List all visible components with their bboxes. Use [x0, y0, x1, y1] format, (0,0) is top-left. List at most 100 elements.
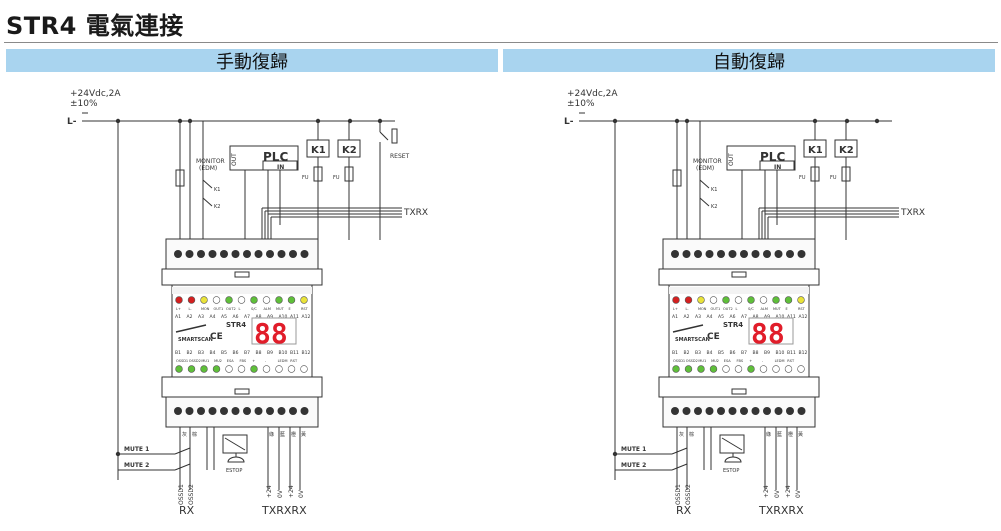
terminal-top-label: A5 — [718, 314, 724, 320]
terminal-top-label: A2 — [187, 314, 193, 320]
bottom-terminal-screw — [197, 407, 205, 415]
bottom-terminal-screw — [671, 407, 679, 415]
terminal-top-label: A10 — [776, 314, 785, 320]
terminal-bottom-label: B9 — [267, 350, 273, 356]
status-led-bottom — [300, 365, 308, 373]
module-name-label: STR4 — [226, 321, 246, 329]
module-clip — [234, 271, 250, 278]
estop-box — [719, 434, 745, 454]
status-led-bottom — [684, 365, 693, 373]
mute2-switch-icon — [174, 463, 191, 471]
ossd1-label: OSSD1 — [675, 484, 682, 505]
k2-contact-icon — [202, 197, 213, 207]
status-led-bottom — [250, 365, 258, 373]
k1-contact-label: K1 — [711, 187, 717, 193]
top-terminal-screw — [774, 250, 783, 258]
led-top-label: L — [239, 307, 241, 311]
terminal-top-label: A8 — [256, 314, 262, 320]
supply-tolerance-label: ±10% — [567, 99, 595, 109]
led-bottom-label: ESA — [227, 359, 234, 363]
status-led-top — [250, 296, 258, 304]
led-bottom-label: OSSD2 — [189, 359, 201, 363]
title-divider — [4, 42, 998, 43]
supply-voltage-label: +24Vdc,2A — [567, 89, 618, 99]
terminal-bottom-label: B7 — [741, 350, 747, 356]
terminal-bottom-label: B10 — [776, 350, 785, 356]
terminal-bottom-label: B6 — [730, 350, 736, 356]
estop-button-icon — [227, 456, 245, 463]
module-clip — [731, 388, 747, 395]
led-bottom-label: LEDM — [775, 359, 785, 363]
top-terminal-screw — [763, 250, 771, 258]
bottom-terminal-screw — [705, 407, 714, 415]
led-bottom-label: MU1 — [201, 359, 209, 363]
k2-relay-label: K2 — [839, 145, 854, 156]
mute1-label: MUTE 1 — [124, 446, 149, 453]
terminal-bottom-label: B8 — [256, 350, 262, 356]
terminal-bottom-label: B9 — [764, 350, 770, 356]
led-bottom-label: ESA — [724, 359, 731, 363]
bottom-terminal-screw — [740, 407, 748, 415]
bottom-terminal-screw — [254, 407, 263, 415]
status-led-bottom — [225, 365, 233, 373]
terminal-top-label: A9 — [764, 314, 770, 320]
bottom-terminal-screw — [682, 407, 691, 415]
fuse-icon — [672, 169, 682, 187]
status-led-top — [734, 296, 743, 304]
top-terminal-screw — [243, 250, 251, 258]
line-label: L- — [67, 117, 77, 127]
mute-junction-dot — [612, 451, 618, 457]
top-terminal-screw — [300, 250, 309, 258]
display-window — [251, 317, 297, 345]
status-led-top — [200, 296, 208, 304]
led-top-label: ALM — [761, 307, 768, 311]
led-top-label: L — [736, 307, 738, 311]
reset-button-icon — [391, 128, 398, 144]
k1-contact-label: K1 — [214, 187, 220, 193]
line-label: L- — [564, 117, 574, 127]
led-bottom-label: MU1 — [698, 359, 706, 363]
led-top-label: L- — [686, 307, 690, 311]
panel-header-auto-reset: 自動復歸 — [503, 49, 995, 73]
reset-label: RESET — [390, 153, 410, 160]
estop-box — [222, 434, 248, 454]
terminal-bottom-label: B2 — [187, 350, 193, 356]
status-led-top — [300, 296, 308, 304]
terminal-bottom-label: B4 — [707, 350, 713, 356]
terminal-top-label: A11 — [787, 314, 796, 320]
led-bottom-label: RST — [290, 359, 298, 363]
bottom-txrxrx-label: TXRXRX — [758, 504, 804, 517]
status-led-bottom — [212, 365, 221, 373]
edm-label: (EDM) — [199, 165, 217, 172]
ossd2-label: OSSD2 — [188, 484, 195, 505]
status-led-bottom — [759, 365, 768, 373]
v24b-label: +24 — [785, 485, 792, 498]
top-terminal-screw — [277, 250, 286, 258]
led-row-top-bg — [669, 287, 809, 294]
top-terminal-screw — [694, 250, 702, 258]
led-bottom-label: MU2 — [214, 359, 222, 363]
terminal-bottom-label: B8 — [753, 350, 759, 356]
bottom-terminal-screw — [774, 407, 783, 415]
status-led-bottom — [747, 365, 755, 373]
led-top-label: MON — [201, 307, 210, 311]
terminal-top-label: A12 — [799, 314, 808, 320]
led-top-label: S/C — [251, 307, 257, 311]
monitor-label: MONITOR — [693, 158, 722, 165]
k1-relay-label: K1 — [808, 145, 823, 156]
led-bottom-label: + — [749, 359, 752, 363]
status-led-top — [747, 296, 755, 304]
wire-color-label: 藍 — [777, 431, 782, 438]
bottom-terminal-screw — [797, 407, 806, 415]
top-terminal-screw — [705, 250, 714, 258]
mute1-switch-icon — [174, 447, 191, 455]
bottom-terminal-screw — [220, 407, 228, 415]
v24b-label: +24 — [288, 485, 295, 498]
mute2-label: MUTE 2 — [621, 462, 646, 469]
led-bottom-label: LEDM — [278, 359, 288, 363]
ce-mark: CE — [707, 332, 720, 342]
terminal-bottom-label: B10 — [279, 350, 288, 356]
led-top-label: E — [786, 307, 788, 311]
k1-contact-icon — [202, 179, 213, 189]
page-title: STR4 電氣連接 — [6, 12, 184, 40]
